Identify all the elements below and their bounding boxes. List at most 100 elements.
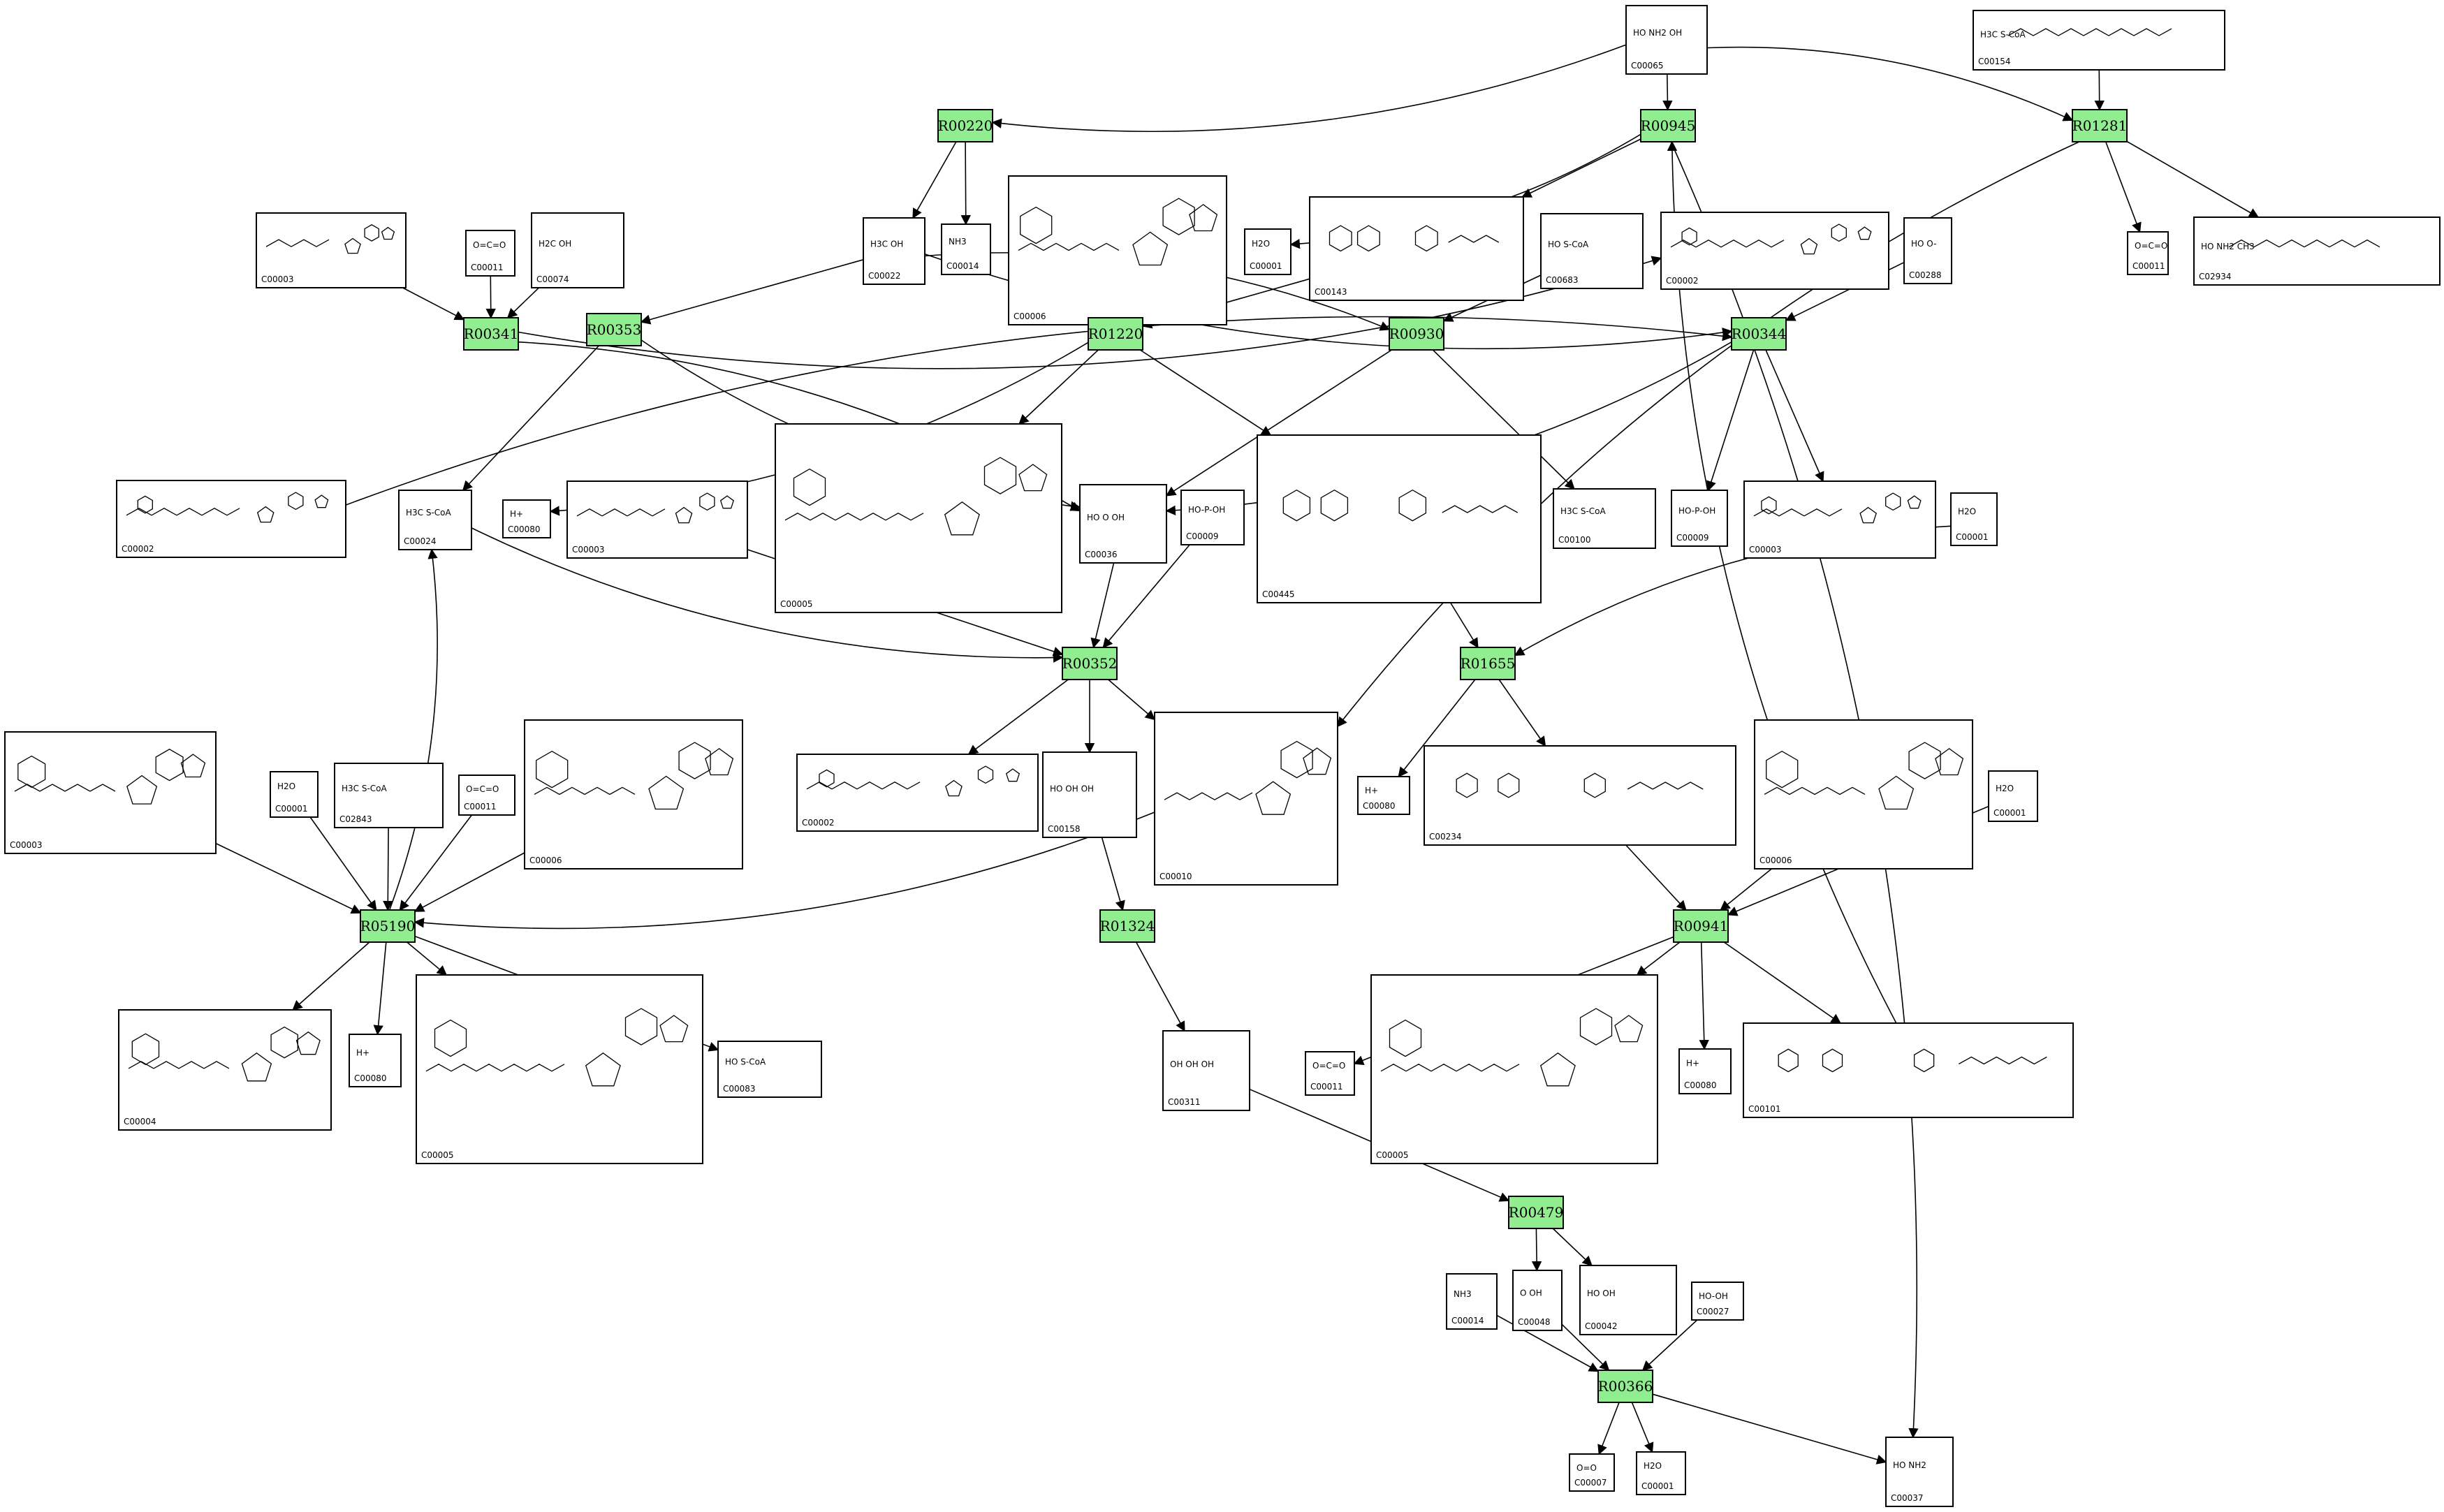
compound-node[interactable]: C00002 [796, 754, 1039, 832]
edge-c234-to-R00941 [1625, 844, 1687, 911]
ring-shape [1020, 206, 1053, 244]
compound-node[interactable]: C00003 [4, 731, 217, 854]
compound-node[interactable]: H+C00080 [502, 499, 551, 538]
reaction-box [1099, 909, 1155, 943]
compound-node[interactable]: C00234 [1424, 745, 1736, 846]
ring-shape [705, 748, 734, 776]
ring-shape [585, 1052, 621, 1087]
reaction-node[interactable]: R05190 [360, 909, 416, 943]
compound-node[interactable]: H+C00080 [1357, 776, 1410, 815]
reaction-box [1088, 317, 1143, 351]
ring-shape [977, 765, 994, 784]
reaction-id-label: R01324 [1100, 918, 1155, 934]
compound-node[interactable]: C00002 [1660, 212, 1889, 290]
compound-node[interactable]: C00003 [1743, 480, 1936, 559]
compound-id-label: C00003 [572, 545, 605, 555]
compound-node[interactable]: C00101 [1743, 1022, 2074, 1118]
compound-node[interactable]: C00005 [775, 423, 1062, 613]
compound-node[interactable]: C00004 [118, 1009, 332, 1131]
reaction-node[interactable]: R00366 [1597, 1370, 1653, 1403]
compound-box [1154, 712, 1338, 886]
edge-R00941-to-c101 [1723, 941, 1842, 1024]
reaction-node[interactable]: R00220 [937, 109, 993, 142]
edge-R00352-to-c002c [967, 679, 1069, 755]
reaction-node[interactable]: R01324 [1099, 909, 1155, 943]
reaction-node[interactable]: R01281 [2072, 109, 2128, 142]
structure-text: O OH [1520, 1289, 1542, 1298]
reaction-node[interactable]: R00341 [463, 317, 519, 351]
structure-text: H2O [1996, 784, 2014, 793]
reaction-node[interactable]: R00930 [1389, 317, 1444, 351]
compound-id-label: C00001 [1250, 261, 1282, 271]
reaction-node[interactable]: R01655 [1460, 647, 1516, 680]
reaction-node[interactable]: R00479 [1508, 1196, 1564, 1229]
reaction-node[interactable]: R00353 [586, 313, 642, 346]
reaction-node[interactable]: R00945 [1640, 109, 1696, 142]
reaction-id-label: R01281 [2072, 117, 2128, 134]
ring-shape [1885, 492, 1901, 511]
compound-node[interactable]: HO O-C00288 [1903, 217, 1952, 284]
reaction-node[interactable]: R00344 [1731, 317, 1787, 351]
structure-text: HO S-CoA [725, 1057, 766, 1066]
ring-shape [1614, 1015, 1644, 1043]
compound-node[interactable]: H+C00080 [349, 1034, 402, 1087]
edge-c065-to-R00945 [1662, 73, 1673, 111]
reaction-node[interactable]: R00941 [1673, 909, 1729, 943]
compound-node[interactable]: C00005 [1370, 974, 1658, 1164]
compound-node[interactable]: C00006 [1008, 175, 1227, 325]
edge-c445-to-R01655 [1449, 602, 1479, 649]
structure-text: H3C S-CoA [342, 784, 388, 793]
compound-box [1446, 1273, 1498, 1330]
compound-node[interactable]: C00445 [1257, 434, 1542, 603]
compound-node[interactable]: C00143 [1309, 196, 1524, 301]
reaction-node[interactable]: R00352 [1062, 647, 1118, 680]
edge-c048-to-R00366 [1561, 1323, 1610, 1372]
reaction-node[interactable]: R01220 [1088, 317, 1143, 351]
compound-box [1244, 228, 1291, 275]
compound-box [1180, 490, 1245, 545]
compound-node[interactable]: C00006 [524, 719, 743, 869]
compound-node[interactable]: C00003 [256, 212, 407, 288]
compound-box [796, 754, 1039, 832]
edge-c074-to-R00341 [506, 287, 540, 318]
ring-shape [1255, 781, 1291, 815]
compound-node[interactable]: H+C00080 [1678, 1048, 1732, 1094]
compound-node[interactable]: C00010 [1154, 712, 1338, 886]
compound-node[interactable]: C00003 [566, 480, 748, 559]
edge-c036-to-R00352 [1090, 562, 1115, 649]
compound-node[interactable]: C00006 [1754, 719, 1973, 869]
compound-node[interactable]: C00002 [116, 480, 346, 558]
compound-node[interactable]: C00005 [416, 974, 703, 1164]
